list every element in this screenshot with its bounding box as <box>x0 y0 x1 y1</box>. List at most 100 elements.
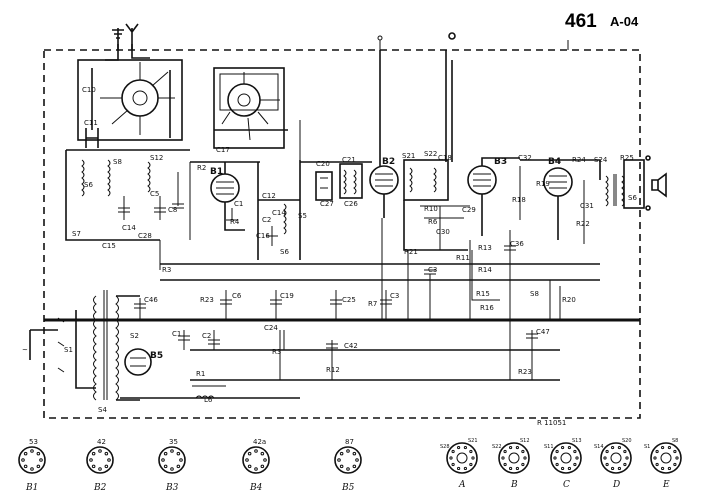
svg-text:C26: C26 <box>344 200 358 208</box>
svg-text:R7: R7 <box>368 300 377 308</box>
rf-coil-section: C11 S6 S8 S12 C5 C8 C14 C28 C15 S7 <box>65 119 190 250</box>
switch-view-pin: S8 <box>672 438 678 444</box>
chassis-outline: R 11051 <box>43 49 641 427</box>
svg-text:S1: S1 <box>64 346 73 354</box>
tube-base-pin-no: 35 <box>169 438 178 446</box>
svg-text:R23: R23 <box>200 296 214 304</box>
svg-text:R23: R23 <box>518 368 532 376</box>
speaker-icon <box>651 172 667 198</box>
svg-text:C14: C14 <box>122 224 136 232</box>
tube-base-pin-no: 87 <box>345 438 354 446</box>
svg-text:C25: C25 <box>342 296 356 304</box>
tube-b4: B4 C32 R24 R19 R18 C31 R22 S24 R25 <box>512 154 634 244</box>
svg-text:R20: R20 <box>562 296 576 304</box>
svg-text:S2: S2 <box>130 332 139 340</box>
wave-switch-bank-2 <box>213 67 288 149</box>
svg-text:C32: C32 <box>518 154 532 162</box>
tube-base-pin-no: 42 <box>97 438 106 446</box>
output-transformer: S6 <box>605 155 651 211</box>
svg-text:B5: B5 <box>150 351 163 361</box>
switch-view-e: S1 S8E <box>644 438 682 490</box>
svg-text:~: ~ <box>22 346 28 354</box>
svg-text:C8: C8 <box>168 206 177 214</box>
tube-base-pin-no: 53 <box>29 438 38 446</box>
svg-text:C1: C1 <box>234 200 243 208</box>
svg-text:B4: B4 <box>548 157 561 167</box>
svg-text:C36: C36 <box>510 240 524 248</box>
switch-view-pin: S11 <box>544 444 554 450</box>
antenna-terminals <box>105 23 150 61</box>
svg-text:C18: C18 <box>438 154 452 162</box>
tube-b2: B2 <box>369 50 399 218</box>
svg-text:S21: S21 <box>402 152 415 160</box>
sheet-header: 461 A-04 <box>565 11 639 32</box>
sheet-code: 461 <box>565 11 597 32</box>
rectifier-tube-b5: B5 <box>124 348 163 376</box>
svg-text:R14: R14 <box>478 266 492 274</box>
svg-text:C29: C29 <box>462 206 476 214</box>
svg-text:R22: R22 <box>576 220 590 228</box>
switch-view-label: B <box>510 480 518 490</box>
tube-b1: B1 R2 C17 C1 R4 <box>190 146 260 231</box>
svg-text:R11: R11 <box>456 254 470 262</box>
switch-view-pin: S14 <box>594 444 604 450</box>
svg-text:C46: C46 <box>144 296 158 304</box>
power-supply: ~ S1 C46 S2 S4 C1 C2 R1 L6 <box>22 290 226 414</box>
tube-base-label: B4 <box>249 483 263 493</box>
svg-text:S8: S8 <box>530 290 539 298</box>
svg-text:S24: S24 <box>594 156 608 164</box>
sheet-suffix: A-04 <box>610 14 639 29</box>
switch-view-pin: S1 <box>644 444 650 450</box>
switch-view-pin: S22 <box>492 444 502 450</box>
svg-text:R6: R6 <box>428 218 438 226</box>
svg-text:S7: S7 <box>72 230 81 238</box>
switch-view-label: E <box>662 480 670 490</box>
svg-text:C12: C12 <box>262 192 276 200</box>
svg-text:C1: C1 <box>172 330 181 338</box>
svg-text:R16: R16 <box>480 304 494 312</box>
svg-text:C16: C16 <box>256 232 270 240</box>
svg-text:C21: C21 <box>342 156 356 164</box>
svg-text:C31: C31 <box>580 202 594 210</box>
svg-text:C3: C3 <box>390 292 399 300</box>
svg-text:C14: C14 <box>272 209 286 217</box>
svg-text:B3: B3 <box>494 157 507 167</box>
drawing-number: R 11051 <box>537 419 566 427</box>
svg-text:C11: C11 <box>84 119 98 127</box>
svg-text:C6: C6 <box>232 292 242 300</box>
svg-text:S6: S6 <box>628 194 637 202</box>
svg-text:R10: R10 <box>424 205 438 213</box>
svg-text:R1: R1 <box>196 370 205 378</box>
svg-text:C24: C24 <box>264 324 278 332</box>
if-transformer-1: C20 C21 C27 C26 <box>300 156 372 208</box>
svg-text:R19: R19 <box>536 180 550 188</box>
switch-view-label: D <box>612 480 620 490</box>
svg-text:R13: R13 <box>478 244 492 252</box>
svg-text:R3: R3 <box>272 348 281 356</box>
svg-text:S22: S22 <box>424 150 437 158</box>
svg-text:C17: C17 <box>216 146 230 154</box>
svg-text:S4: S4 <box>98 406 107 414</box>
switch-view-pin: S20 <box>622 438 632 444</box>
svg-text:S12: S12 <box>150 154 163 162</box>
svg-text:R15: R15 <box>476 290 490 298</box>
svg-text:C2: C2 <box>262 216 271 224</box>
switch-view-pin: S21 <box>468 438 478 444</box>
svg-text:C28: C28 <box>138 232 152 240</box>
svg-text:S5: S5 <box>298 212 307 220</box>
svg-text:C20: C20 <box>316 160 330 168</box>
switch-view-label: A <box>458 480 466 490</box>
svg-text:C5: C5 <box>150 190 159 198</box>
supply-rails: R3 R23 C6 C19 C25 R7 C3 C24 R3 C42 R12 C… <box>44 230 640 399</box>
detector-network: R13 R14 R15 R16 <box>420 32 494 320</box>
